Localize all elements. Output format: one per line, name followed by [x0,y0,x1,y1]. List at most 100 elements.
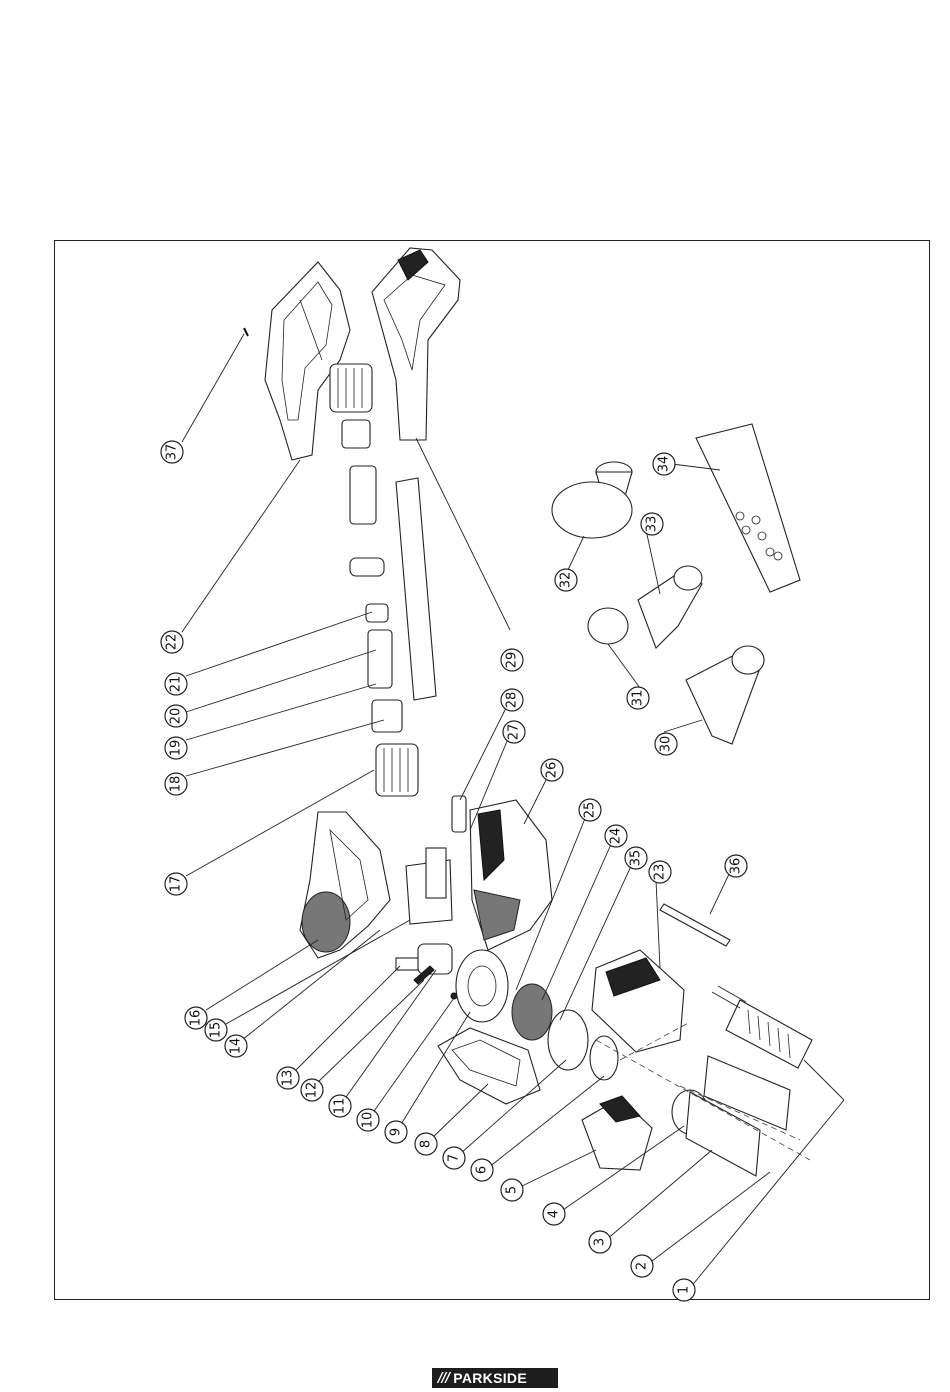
callout-label: 26 [545,762,560,779]
callout-label: 18 [169,776,184,793]
callout-34: 34 [653,453,675,475]
callout-label: 2 [635,1262,650,1270]
heating-element [712,986,812,1068]
callout-7: 7 [443,1147,465,1169]
callout-label: 25 [583,802,598,819]
extension-tube [396,478,436,700]
callout-15: 15 [205,1019,227,1041]
handle-half-left [265,262,350,460]
callout-18: 18 [165,773,187,795]
callout-37: 37 [161,441,183,463]
callout-36: 36 [725,855,747,877]
callout-label: 24 [609,828,624,845]
callout-label: 12 [305,1082,320,1099]
callout-5: 5 [501,1179,523,1201]
screw-37 [244,328,248,336]
clip-36 [660,904,730,946]
nozzle-34 [696,424,800,592]
callout-4: 4 [543,1203,565,1225]
callout-label: 32 [559,572,574,589]
reducer-31 [588,608,628,644]
callout-label: 16 [189,1010,204,1027]
shaft-20 [368,630,392,688]
knob-top [330,364,372,412]
callout-label: 37 [165,444,180,461]
motor [418,944,452,974]
callout-29: 29 [501,649,523,671]
callout-label: 14 [229,1038,244,1055]
callout-13: 13 [277,1067,299,1089]
clip-ring [350,558,384,576]
nozzle-30 [686,646,764,744]
logo-text: PARKSIDE [453,1370,527,1386]
callout-label: 10 [361,1112,376,1129]
callout-label: 3 [593,1238,608,1246]
callout-label: 20 [169,708,184,725]
callout-1: 1 [673,1279,695,1301]
callout-23: 23 [649,861,671,883]
callout-24: 24 [605,825,627,847]
seal-ring [590,1036,618,1080]
callout-8: 8 [415,1133,437,1155]
callout-label: 30 [659,736,674,753]
callout-20: 20 [165,705,187,727]
callout-label: 13 [281,1070,296,1087]
callout-33: 33 [641,513,663,535]
callout-label: 1 [677,1286,692,1294]
switch-block [426,848,446,898]
callout-21: 21 [165,673,187,695]
shaft-upper [350,466,376,524]
part-callouts: 1234567891011121314151617181920212223242… [161,441,747,1301]
callout-label: 7 [447,1154,462,1162]
nozzle-33 [638,566,702,648]
callout-label: 27 [507,724,522,741]
callout-27: 27 [503,721,525,743]
callout-22: 22 [161,631,183,653]
knob-18 [376,744,418,796]
callout-label: 11 [333,1098,348,1115]
logo-mark: /// [438,1371,449,1386]
callout-label: 31 [631,690,646,707]
callout-11: 11 [329,1095,351,1117]
callout-label: 8 [419,1140,434,1148]
callout-label: 33 [645,516,660,533]
callout-3: 3 [589,1231,611,1253]
callout-16: 16 [185,1007,207,1029]
callout-35: 35 [625,847,647,869]
callout-14: 14 [225,1035,247,1057]
parkside-logo: /// PARKSIDE [432,1368,558,1388]
callout-32: 32 [555,569,577,591]
callout-26: 26 [541,759,563,781]
callout-label: 36 [729,858,744,875]
callout-label: 6 [475,1166,490,1174]
bracket-13 [396,958,418,970]
callout-label: 17 [169,876,184,893]
callout-label: 5 [505,1186,520,1194]
callout-17: 17 [165,873,187,895]
callout-label: 22 [165,634,180,651]
callout-12: 12 [301,1079,323,1101]
callout-2: 2 [631,1255,653,1277]
callout-30: 30 [655,733,677,755]
coupling-19 [372,700,402,732]
callout-label: 4 [547,1210,562,1218]
callout-9: 9 [385,1121,407,1143]
callout-label: 28 [505,692,520,709]
callout-label: 23 [653,864,668,881]
impeller [512,984,552,1040]
callout-19: 19 [165,737,187,759]
callout-label: 15 [209,1022,224,1039]
callout-28: 28 [501,689,523,711]
callout-25: 25 [579,799,601,821]
nozzle-32 [552,462,632,538]
callout-6: 6 [471,1159,493,1181]
callout-10: 10 [357,1109,379,1131]
callout-label: 19 [169,740,184,757]
callout-label: 21 [169,676,184,693]
callout-label: 9 [389,1128,404,1136]
fan-cover [548,1010,588,1070]
plug-27-28 [452,796,466,832]
housing-right [470,800,552,950]
callout-label: 34 [657,456,672,473]
